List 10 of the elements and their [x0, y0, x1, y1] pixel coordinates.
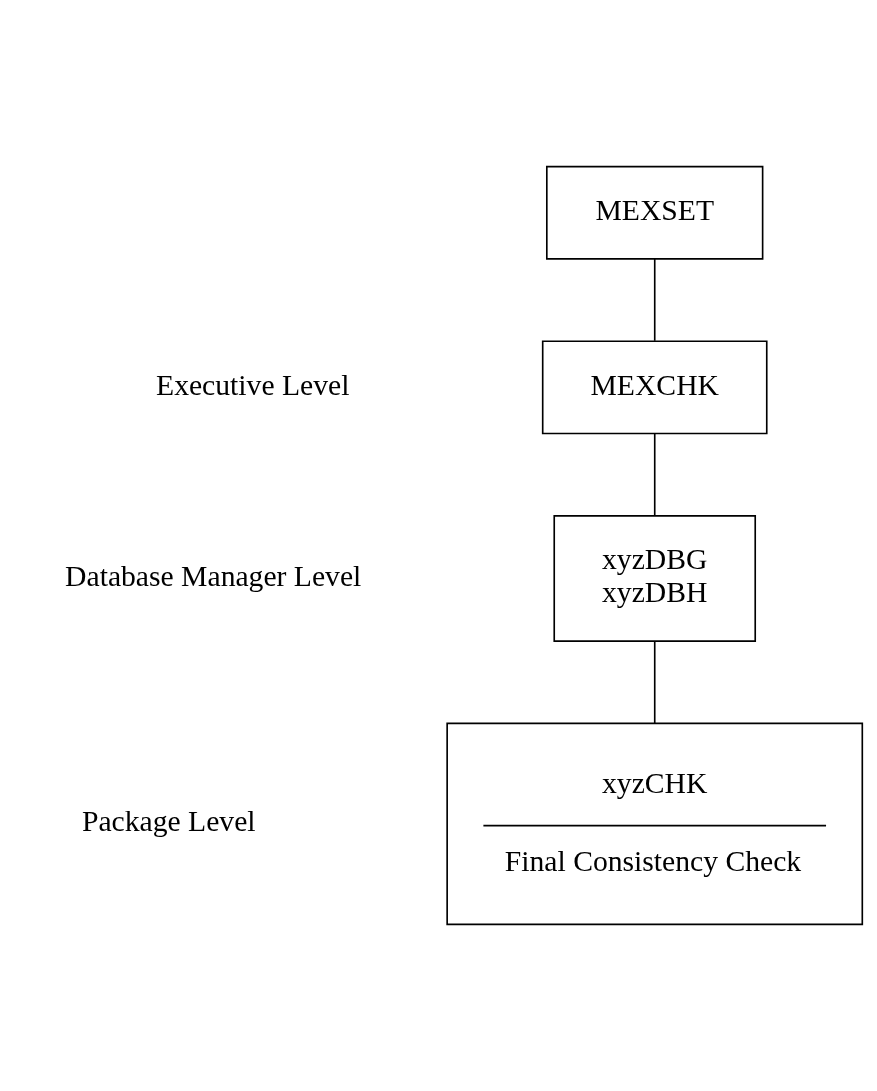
- node-box: MEXCHK: [541, 340, 768, 435]
- connector: [653, 258, 656, 342]
- connector: [653, 640, 656, 724]
- connector: [653, 432, 656, 517]
- label: Database Manager Level: [65, 559, 362, 592]
- label: Executive Level: [156, 368, 350, 401]
- node-box: xyzCHK Final Consistency Check: [446, 722, 864, 926]
- node-box: xyzDBG xyzDBH: [553, 515, 757, 642]
- node-box: MEXSET: [546, 165, 764, 260]
- label: Package Level: [81, 805, 256, 838]
